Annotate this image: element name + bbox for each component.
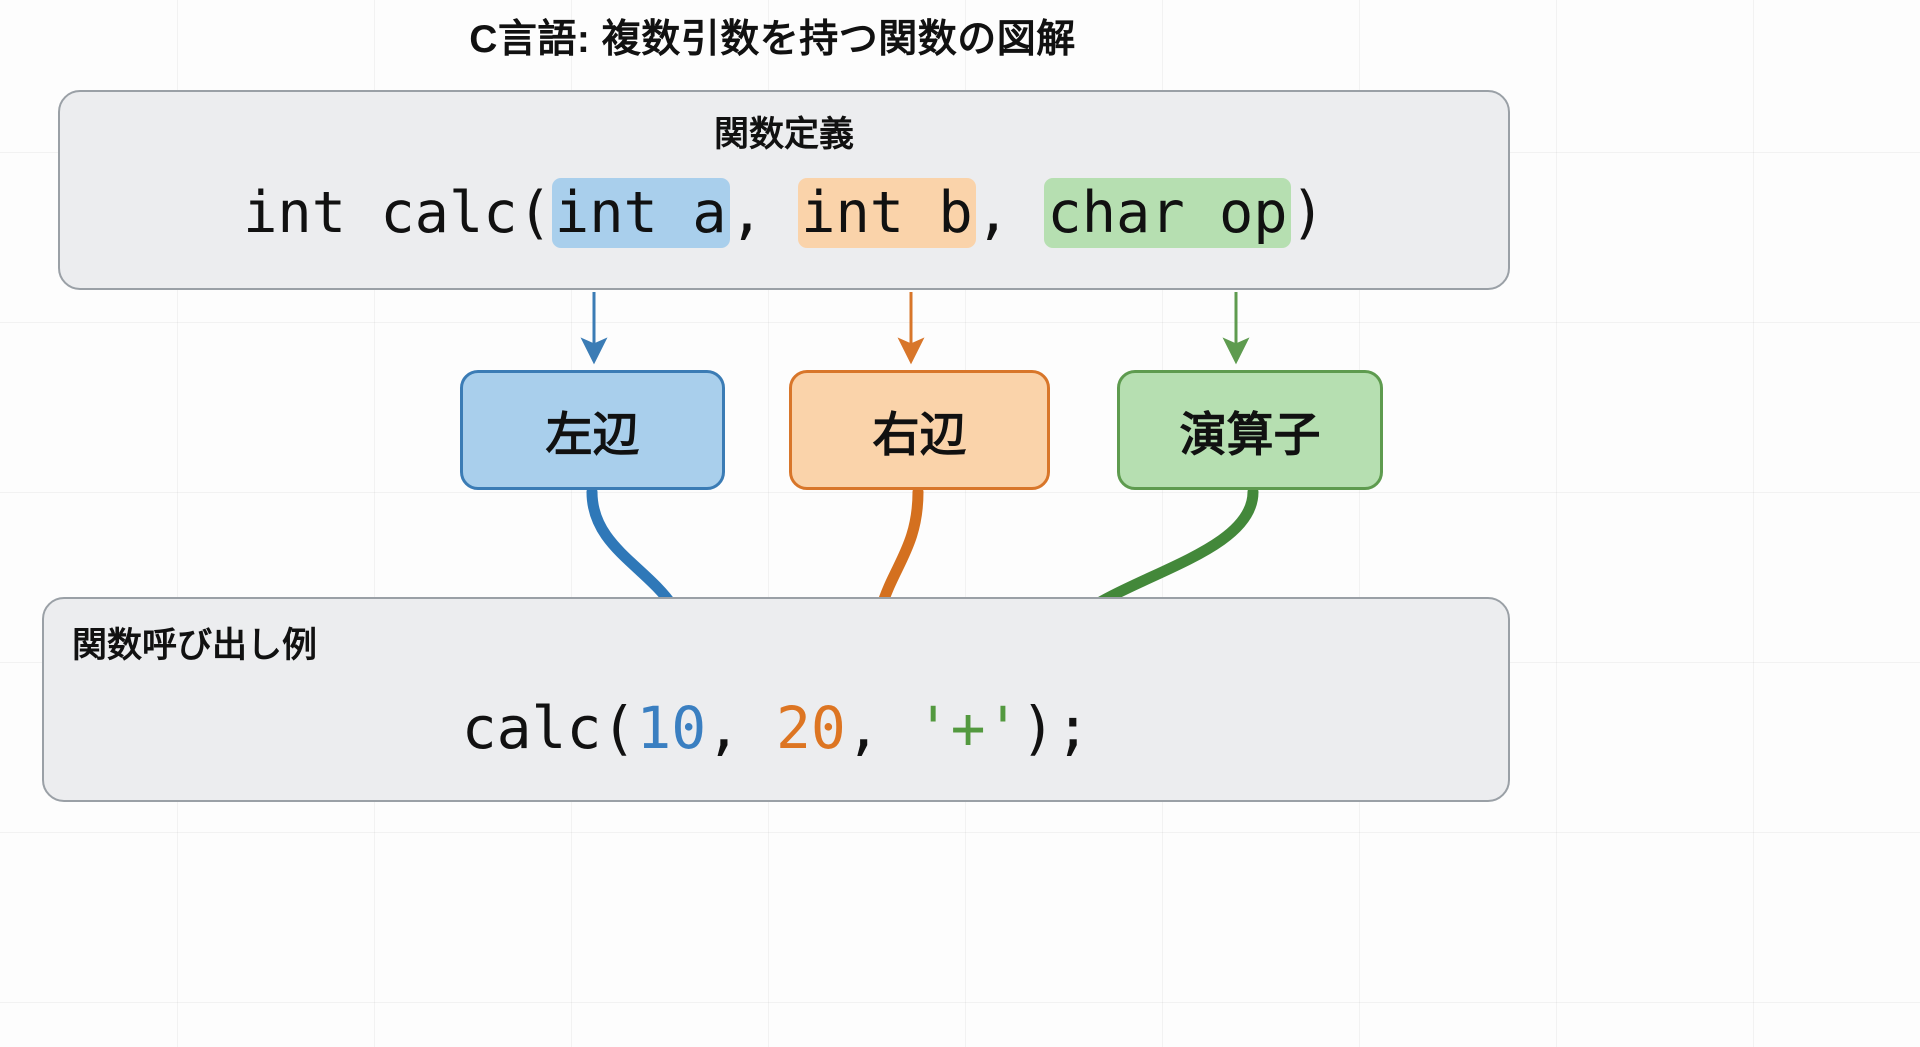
node-left-operand-label: 左辺 — [545, 407, 640, 461]
param-a-highlight: int a — [551, 178, 730, 248]
call-arg-3: '+' — [915, 694, 1021, 762]
function-signature: int calc(int a, int b, char op) — [60, 178, 1508, 248]
call-arg-1: 10 — [636, 694, 707, 762]
signature-suffix: ) — [1290, 180, 1325, 246]
call-arg-2: 20 — [776, 694, 846, 762]
function-call-panel: 関数呼び出し例 calc(10, 20, '+'); — [42, 597, 1510, 802]
node-right-operand: 右辺 — [789, 370, 1050, 490]
node-right-operand-label: 右辺 — [872, 407, 967, 461]
call-name: calc( — [461, 694, 637, 762]
node-operator-label: 演算子 — [1179, 407, 1321, 461]
signature-prefix: int calc( — [243, 180, 552, 246]
function-definition-panel: 関数定義 int calc(int a, int b, char op) — [58, 90, 1510, 290]
node-operator: 演算子 — [1117, 370, 1383, 490]
node-left-operand: 左辺 — [460, 370, 725, 490]
definition-heading: 関数定義 — [713, 115, 854, 154]
call-sep-1: , — [706, 694, 776, 762]
call-heading: 関数呼び出し例 — [72, 626, 318, 665]
signature-sep-1: , — [729, 180, 799, 246]
param-op-highlight: char op — [1044, 178, 1291, 248]
call-sep-2: , — [845, 694, 916, 762]
signature-sep-2: , — [975, 180, 1045, 246]
param-b-highlight: int b — [798, 178, 976, 248]
function-call-code: calc(10, 20, '+'); — [44, 694, 1508, 762]
call-suffix: ); — [1020, 694, 1091, 762]
page-title: C言語: 複数引数を持つ関数の図解 — [469, 18, 1076, 61]
